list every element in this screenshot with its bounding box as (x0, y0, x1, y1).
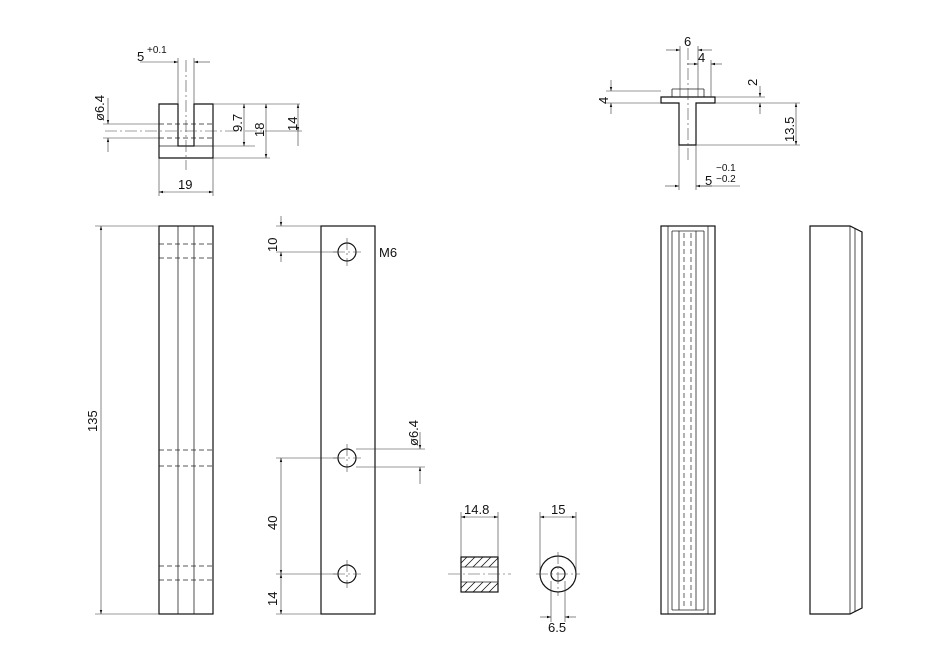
total-height-label: 18 (252, 123, 267, 137)
t-stem-tol-lower-label: −0.2 (716, 174, 736, 185)
bush-outer-diameter-label: 15 (551, 502, 565, 517)
bushing-section-view: 14.8 (448, 502, 511, 593)
t-profile-end-view: 6 4 4 2 13.5 5 −0.1 −0.2 (596, 34, 800, 190)
t-profile-side-view (809, 225, 863, 615)
hole-pitch-label: 40 (265, 516, 280, 530)
thread-label: M6 (379, 245, 397, 260)
bush-inner-diameter-label: 6.5 (548, 620, 566, 635)
t-flange-thickness-label: 4 (596, 97, 611, 104)
t-step-label: 2 (745, 79, 760, 86)
t-profile-front-view (660, 225, 716, 615)
end-hole-spacing-label: 10 (265, 238, 280, 252)
hole-plate-view: 10 M6 ø6.4 40 14 (265, 216, 425, 615)
slot-width-label: 5 (137, 49, 144, 64)
bottom-hole-offset-label: 14 (265, 592, 280, 606)
channel-front-view: 135 (85, 225, 214, 615)
t-inner-width-label: 4 (698, 50, 705, 65)
channel-end-view: 5 +0.1 ø6.4 9.7 18 14 19 (92, 45, 302, 196)
inner-depth-label: 9.7 (230, 114, 245, 132)
bush-length-label: 14.8 (464, 502, 489, 517)
t-stem-tol-upper-label: −0.1 (716, 163, 736, 174)
hole-diameter-top-label: ø6.4 (92, 95, 107, 121)
slot-tolerance-label: +0.1 (147, 45, 167, 56)
bar-length-label: 135 (85, 410, 100, 432)
mid-hole-diameter-label: ø6.4 (406, 420, 421, 446)
hole-offset-label: 14 (285, 117, 300, 131)
t-stem-height-label: 13.5 (782, 117, 797, 142)
bar-width-label: 19 (178, 177, 192, 192)
t-flange-width-label: 6 (684, 34, 691, 49)
bushing-end-view: 15 6.5 (536, 502, 580, 635)
t-stem-width-label: 5 (705, 173, 712, 188)
